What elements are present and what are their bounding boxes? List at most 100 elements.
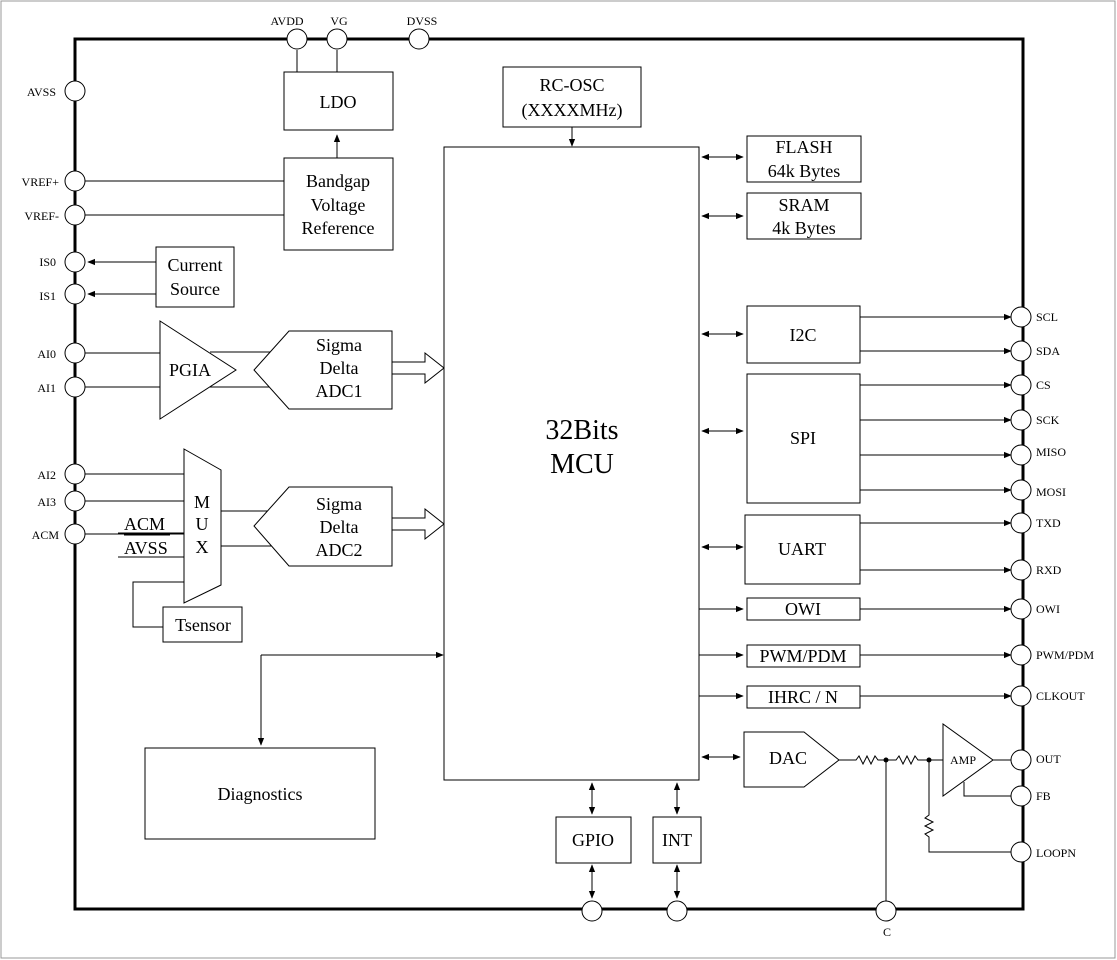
flash-line-1: FLASH [775, 137, 832, 157]
pin-cs-label: CS [1036, 378, 1051, 392]
pin-vref-minus [64, 204, 86, 226]
tsensor-label: Tsensor [175, 615, 231, 635]
pin-is0-label: IS0 [39, 255, 56, 269]
pin-sda-label: SDA [1036, 344, 1060, 358]
pin-txd [1010, 512, 1032, 534]
pin-is0 [64, 251, 86, 273]
amp-label: AMP [950, 753, 976, 767]
pin-mosi [1010, 479, 1032, 501]
current-source-block [155, 246, 235, 308]
pin-ai0 [64, 342, 86, 364]
uart-label: UART [778, 539, 826, 559]
adc2-block [253, 486, 393, 567]
pin-avss-label: AVSS [27, 85, 56, 99]
pin-ai0-label: AI0 [37, 347, 56, 361]
bandgap-line-3: Reference [302, 218, 375, 238]
pin-sck-label: SCK [1036, 413, 1060, 427]
diagnostics-block [144, 747, 376, 840]
pin-vref-plus [64, 170, 86, 192]
pin-clkout [1010, 685, 1032, 707]
dac-label: DAC [769, 748, 807, 768]
pin-vg [326, 28, 348, 50]
pin-txd-label: TXD [1036, 516, 1061, 530]
right-pins: SCL SDA CS SCK MISO MOSI TXD RXD OWI PWM… [1010, 306, 1094, 863]
wires [85, 50, 1012, 903]
pin-ai2-label: AI2 [37, 468, 56, 482]
pin-rxd [1010, 559, 1032, 581]
owi-label: OWI [785, 599, 821, 619]
flash-line-2: 64k Bytes [768, 161, 841, 181]
mcu-block [443, 146, 700, 781]
adc2-line-3: ADC2 [315, 540, 362, 560]
pin-rxd-label: RXD [1036, 563, 1062, 577]
left-pins: AVSS VREF+ VREF- IS0 IS1 AI0 AI1 AI2 AI3… [22, 80, 86, 545]
ldo-block [283, 71, 394, 131]
pin-is1 [64, 283, 86, 305]
mux-block [183, 448, 222, 604]
ihrc-label: IHRC / N [768, 687, 838, 707]
pin-pwm-pdm-label: PWM/PDM [1036, 648, 1094, 662]
dac-block [743, 731, 840, 788]
pin-ai1-label: AI1 [37, 381, 56, 395]
i2c-block [746, 305, 861, 364]
rc-osc-label: RC-OSC [539, 75, 604, 95]
pin-scl [1010, 306, 1032, 328]
pgia-amplifier [159, 320, 237, 420]
pwm-pdm-block [746, 644, 861, 668]
pin-is1-label: IS1 [39, 289, 56, 303]
current-source-line-2: Source [170, 279, 220, 299]
mux-input-acm: ACM [124, 514, 165, 534]
rc-osc-freq: (XXXXMHz) [522, 100, 623, 121]
diagnostics-label: Diagnostics [218, 784, 303, 804]
gpio-block [555, 816, 632, 864]
bandgap-line-2: Voltage [311, 195, 366, 215]
sram-line-2: 4k Bytes [772, 218, 836, 238]
mcu-line-2: MCU [550, 449, 614, 480]
pin-mosi-label: MOSI [1036, 485, 1066, 499]
pin-sda [1010, 340, 1032, 362]
pin-avdd-label: AVDD [270, 14, 303, 28]
pin-gpio [581, 900, 603, 922]
bandgap-block [283, 157, 394, 251]
sram-block [746, 192, 862, 240]
adc1-line-2: Delta [320, 358, 359, 378]
pin-owi-label: OWI [1036, 602, 1060, 616]
rc-osc-block [502, 66, 642, 128]
pin-dvss [408, 28, 430, 50]
pwm-pdm-label: PWM/PDM [759, 646, 846, 666]
ldo-label: LDO [320, 92, 357, 112]
pin-miso [1010, 444, 1032, 466]
bandgap-line-1: Bandgap [306, 171, 370, 191]
pin-ai3 [64, 490, 86, 512]
spi-label: SPI [790, 428, 816, 448]
pin-loopn [1010, 841, 1032, 863]
mux-letter-x: X [196, 537, 209, 557]
pin-cs [1010, 374, 1032, 396]
flash-block [746, 135, 862, 183]
pin-avss [64, 80, 86, 102]
pin-avdd [286, 28, 308, 50]
amp-amplifier [942, 723, 994, 797]
adc1-line-1: Sigma [316, 335, 362, 355]
adc2-line-2: Delta [320, 517, 359, 537]
pin-loopn-label: LOOPN [1036, 846, 1076, 860]
pin-out [1010, 749, 1032, 771]
pin-vref-plus-label: VREF+ [22, 175, 60, 189]
mux-input-avss: AVSS [124, 538, 168, 558]
mcu-line-1: 32Bits [545, 415, 618, 446]
pin-clkout-label: CLKOUT [1036, 689, 1085, 703]
gpio-label: GPIO [572, 830, 614, 850]
pin-miso-label: MISO [1036, 445, 1066, 459]
pin-c-label: C [883, 925, 891, 939]
pin-fb [1010, 785, 1032, 807]
pin-ai3-label: AI3 [37, 495, 56, 509]
pin-owi [1010, 598, 1032, 620]
int-block [652, 816, 702, 864]
pin-vg-label: VG [330, 14, 348, 28]
tsensor-block [162, 606, 243, 643]
i2c-label: I2C [790, 325, 817, 345]
pin-int [666, 900, 688, 922]
top-pins: AVDD VG DVSS [270, 14, 437, 50]
